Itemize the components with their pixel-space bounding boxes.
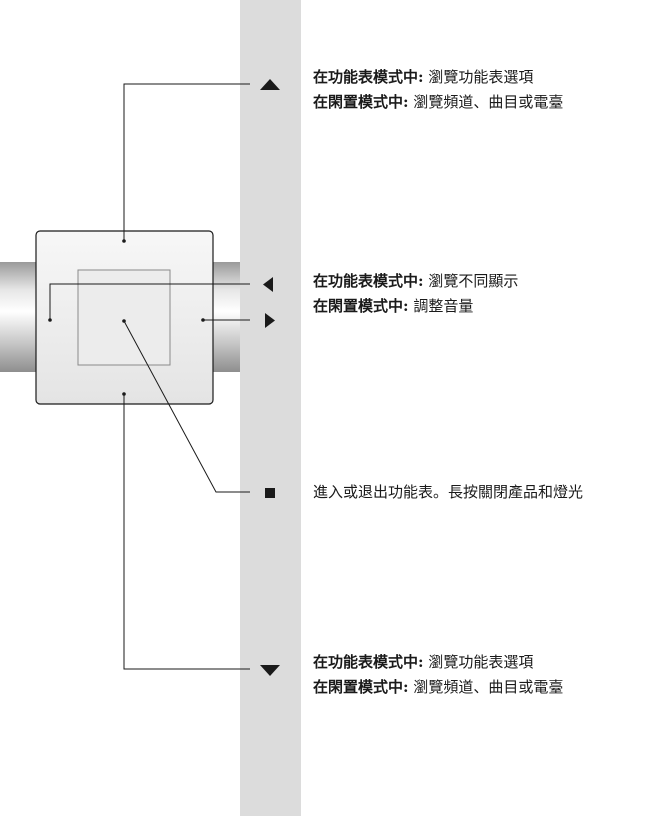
guide-band	[240, 0, 301, 816]
right-arrow-icon	[265, 313, 275, 328]
down-desc-line-1: 在功能表模式中: 瀏覽功能表選項	[313, 653, 534, 671]
center-square-icon	[265, 488, 275, 498]
leftright-description: 在功能表模式中: 瀏覽不同顯示 在閑置模式中: 調整音量	[313, 269, 518, 319]
up-description: 在功能表模式中: 瀏覽功能表選項 在閑置模式中: 瀏覽頻道、曲目或電臺	[313, 65, 563, 115]
leader-down	[123, 394, 250, 670]
down-arrow-icon	[260, 665, 280, 676]
center-description: 進入或退出功能表。長按關閉產品和燈光	[313, 480, 583, 505]
leader-left	[49, 283, 250, 320]
up-arrow-icon	[260, 79, 280, 90]
cylinder-right	[210, 262, 240, 372]
leader-center	[123, 320, 250, 493]
center-button[interactable]	[77, 269, 171, 366]
leader-up	[123, 83, 250, 241]
cylinder-left	[0, 262, 40, 372]
up-desc-line-1: 在功能表模式中: 瀏覽功能表選項	[313, 68, 534, 86]
up-desc-line-2: 在閑置模式中: 瀏覽頻道、曲目或電臺	[313, 93, 564, 111]
left-arrow-icon	[263, 277, 273, 292]
leftright-desc-line-1: 在功能表模式中: 瀏覽不同顯示	[313, 272, 519, 290]
leftright-desc-line-2: 在閑置模式中: 調整音量	[313, 297, 474, 315]
down-desc-line-2: 在閑置模式中: 瀏覽頻道、曲目或電臺	[313, 678, 564, 696]
center-desc-line: 進入或退出功能表。長按關閉產品和燈光	[313, 483, 584, 501]
down-description: 在功能表模式中: 瀏覽功能表選項 在閑置模式中: 瀏覽頻道、曲目或電臺	[313, 650, 563, 700]
